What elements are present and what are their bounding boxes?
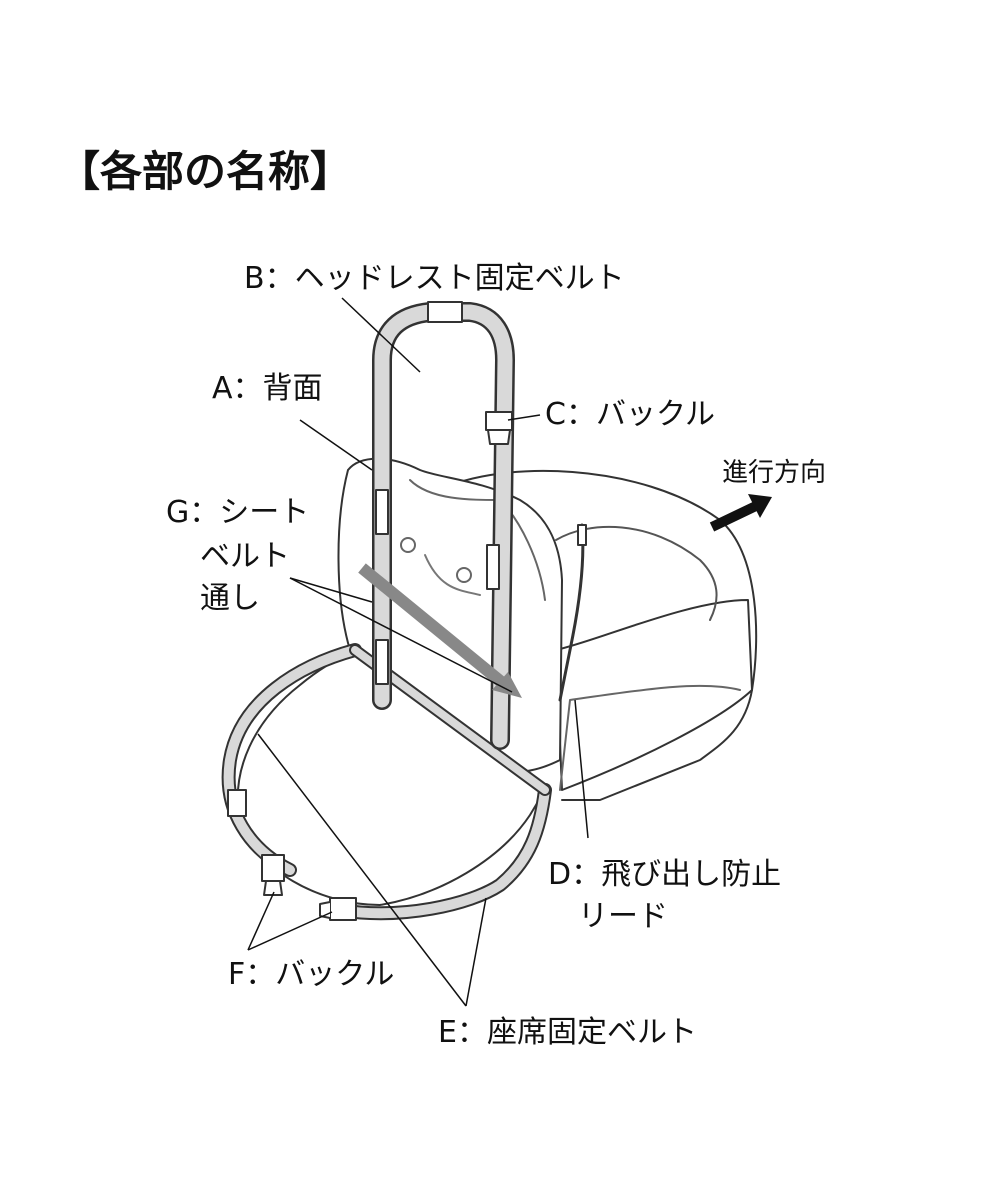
belt-loop-3	[375, 639, 389, 685]
seat-front-face	[555, 599, 753, 791]
backrest-button-2	[456, 567, 472, 583]
label-seat-fixing-belt: E：座席固定ベルト	[438, 1015, 697, 1050]
label-seatbelt-through-3: 通し	[200, 581, 260, 616]
belt-adjuster-left	[227, 789, 247, 817]
buckle-c	[485, 411, 513, 431]
seat-base-trim	[559, 684, 741, 791]
buckle-f-right	[329, 897, 357, 921]
seatbelt-path-arrow	[358, 563, 522, 698]
leader-d	[574, 699, 589, 839]
label-backrest: A：背面	[212, 371, 323, 406]
leash-clip	[577, 524, 587, 546]
leader-b	[341, 297, 421, 373]
leader-f-2	[247, 911, 333, 951]
belt-loop-1	[375, 489, 389, 535]
backrest-button-1	[400, 537, 416, 553]
buckle-f-left-tip	[263, 880, 283, 896]
belt-adjuster-top	[427, 301, 463, 323]
buckle-c-tip	[487, 429, 511, 445]
page-title: 【各部の名称】	[58, 147, 353, 196]
label-direction: 進行方向	[722, 458, 827, 488]
buckle-f-left	[261, 854, 285, 882]
leader-c	[507, 414, 541, 421]
belt-loop-2	[486, 544, 500, 590]
label-seatbelt-through-2: ベルト	[200, 539, 290, 574]
label-anti-jump-leash-2: リード	[578, 899, 668, 934]
direction-arrow-icon	[709, 494, 772, 532]
leader-g-2	[289, 577, 513, 693]
leader-a	[299, 419, 373, 471]
label-headrest-belt: B：ヘッドレスト固定ベルト	[244, 261, 625, 296]
label-buckle-f: F：バックル	[228, 957, 395, 992]
leader-e-2	[465, 897, 487, 1007]
label-anti-jump-leash-1: D：飛び出し防止	[548, 857, 782, 892]
leader-g-1	[289, 577, 373, 603]
leader-e-1	[257, 733, 467, 1007]
label-buckle-c: C：バックル	[545, 397, 716, 432]
leader-f-1	[247, 891, 275, 951]
label-seatbelt-through-1: G：シート	[166, 495, 310, 530]
backrest-crease	[424, 554, 481, 596]
